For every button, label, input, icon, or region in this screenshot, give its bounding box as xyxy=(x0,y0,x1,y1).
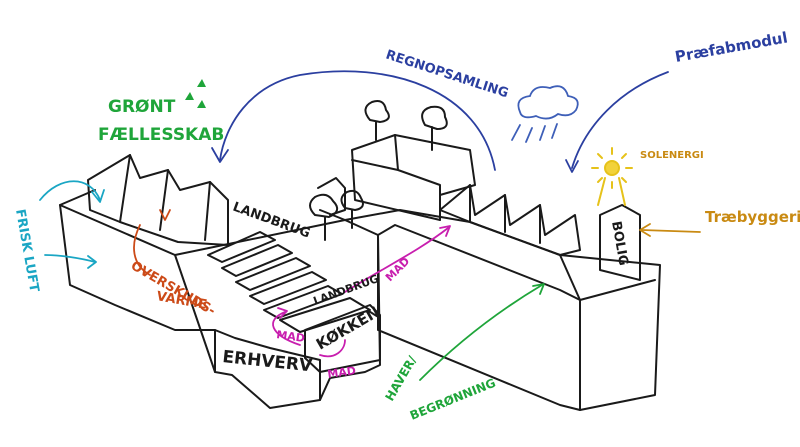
haver-arrow xyxy=(419,284,543,381)
label-begroenning: BEGRØNNING xyxy=(408,376,498,423)
label-koekken: KØKKEN xyxy=(313,303,383,354)
label-erhverv: ERHVERV xyxy=(221,347,313,376)
koekken-block xyxy=(304,304,381,373)
praefabmodul-arrowhead xyxy=(565,159,579,173)
tree-1 xyxy=(364,100,390,141)
label-traebyggeri: Træbyggeri xyxy=(705,208,800,226)
sun-icon xyxy=(591,147,633,206)
label-mad-2: MAD xyxy=(276,328,306,345)
traebyggeri-arrow xyxy=(641,229,701,233)
leaf-icons xyxy=(185,79,206,108)
traebyggeri-arrowhead xyxy=(639,223,651,237)
sawtooth-ridges xyxy=(469,184,541,244)
mad-arrow-3 xyxy=(319,339,346,358)
tree-4 xyxy=(340,189,364,229)
label-praefabmodul: Præfabmodul xyxy=(674,28,789,66)
greenhouse-roofs xyxy=(87,154,229,246)
label-mad-3: MAD xyxy=(327,364,357,381)
mad-arrow-2-head xyxy=(277,307,288,319)
right-block-roof-edge xyxy=(377,224,656,301)
right-block xyxy=(344,209,661,411)
frisk-luft-arrow-2 xyxy=(44,254,96,263)
planter-rows xyxy=(207,231,371,333)
upper-modules xyxy=(351,134,476,221)
tree-2 xyxy=(421,105,448,151)
label-haver: HAVER/ xyxy=(382,353,419,404)
mad-arrow-1-head xyxy=(439,225,451,237)
tree-3 xyxy=(309,193,339,241)
label-mad-1: MAD xyxy=(383,255,412,284)
upper-modules-inner xyxy=(351,134,441,221)
label-varme: VARME xyxy=(155,289,208,313)
label-regnopsamling: REGNOPSAMLING xyxy=(384,48,510,102)
label-groent: GRØNT xyxy=(108,97,176,117)
greenhouse-ridges xyxy=(119,154,211,241)
label-faellesskab: FÆLLESSKAB xyxy=(98,125,224,145)
left-block-step xyxy=(214,329,321,401)
label-solenergi: SOLENERGI xyxy=(640,150,704,161)
right-block-front-edge xyxy=(559,254,581,411)
frisk-luft-arrow xyxy=(39,180,101,201)
bolig-tower xyxy=(599,204,641,281)
overskudsvarme-arrow xyxy=(133,224,151,276)
mad-arrow-1 xyxy=(344,227,449,293)
regnopsamling-arrowhead xyxy=(211,147,229,163)
label-frisk-luft: FRISK LUFT xyxy=(12,208,41,293)
haver-arrowhead xyxy=(532,283,545,295)
overskudsvarme-arrow-2 xyxy=(159,209,171,221)
frisk-luft-arrowheads xyxy=(87,189,105,269)
left-block-front-edge xyxy=(174,254,216,373)
mad-arrow-2 xyxy=(272,311,301,346)
praefabmodul-arrow xyxy=(571,71,669,169)
left-block xyxy=(59,204,381,409)
sawtooth-roofs xyxy=(439,184,581,256)
rain-cloud-icon xyxy=(511,85,579,143)
small-structure xyxy=(317,177,346,216)
regnopsamling-arrow xyxy=(219,70,496,171)
